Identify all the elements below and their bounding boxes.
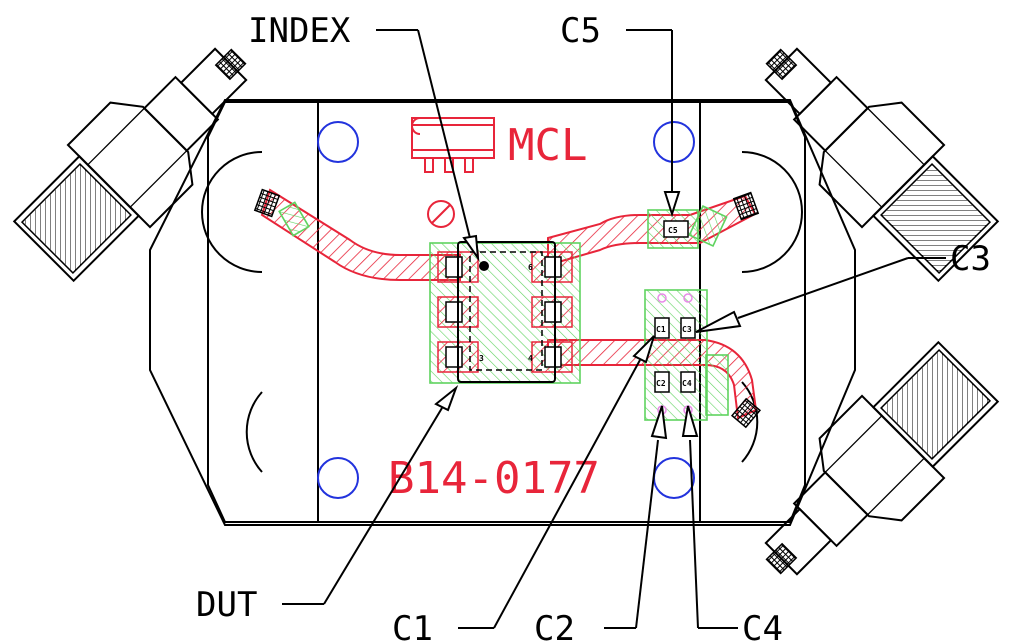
- pin-3-mark: 3: [479, 354, 484, 363]
- mounting-hole-top-right: [653, 121, 695, 163]
- callout-leaders: [282, 29, 946, 629]
- housing-outline: [149, 99, 856, 526]
- c2-mark: C2: [656, 379, 666, 388]
- mounting-hole-bottom-right: [653, 457, 695, 499]
- fiducial-mark: [427, 200, 455, 228]
- capacitor-block: [644, 289, 729, 421]
- callout-dut: DUT: [196, 585, 257, 625]
- callout-c5: C5: [560, 11, 601, 51]
- callout-c3: C3: [950, 239, 991, 279]
- mounting-hole-bottom-left: [317, 457, 359, 499]
- dut-footprint: [429, 241, 581, 384]
- pin-right-bottom: [730, 397, 762, 429]
- c5-mark: C5: [668, 226, 678, 235]
- c1-mark: C1: [656, 325, 666, 334]
- board-part-number: B14-0177: [388, 453, 600, 504]
- c5-footprint: [647, 209, 699, 249]
- sma-connector-bottom-right: [764, 340, 1000, 576]
- callout-index: INDEX: [248, 11, 351, 51]
- c3-mark: C3: [682, 325, 692, 334]
- pin-4-mark: 4: [528, 354, 533, 363]
- index-dot: [479, 261, 489, 271]
- pin-6-mark: 6: [528, 263, 533, 272]
- mounting-hole-top-left: [317, 121, 359, 163]
- sma-connector-top-left: [12, 47, 248, 283]
- callout-c1: C1: [392, 609, 433, 641]
- pin-right-top: [732, 191, 760, 221]
- callout-c2: C2: [534, 609, 575, 641]
- board-logo-text: MCL: [508, 120, 587, 171]
- mcl-logo: [411, 117, 495, 173]
- c4-mark: C4: [682, 379, 692, 388]
- pin-left: [253, 188, 281, 218]
- callout-c4: C4: [742, 609, 783, 641]
- sma-connector-top-right: [764, 47, 1000, 283]
